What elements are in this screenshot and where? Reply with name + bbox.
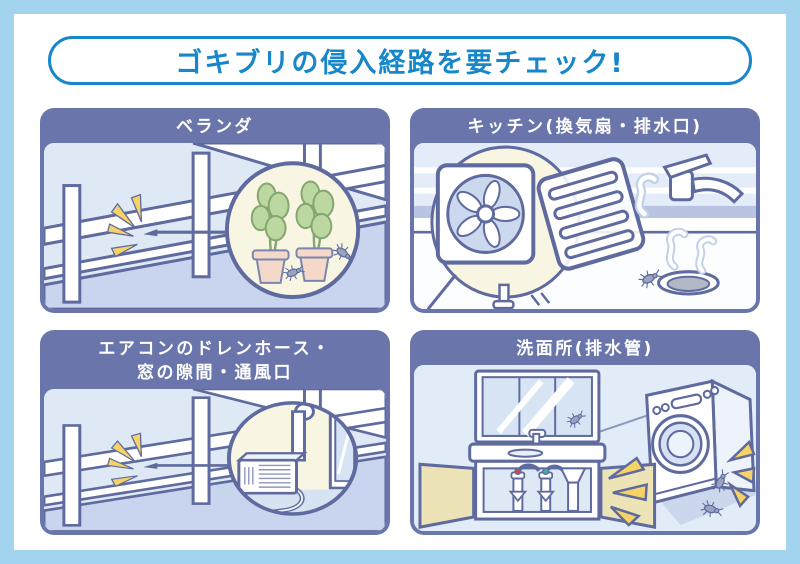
control-panel bbox=[652, 385, 720, 415]
panel-aircon-illustration bbox=[44, 388, 386, 531]
water-pipes-icon bbox=[508, 463, 587, 512]
fan-grill-cover-icon bbox=[536, 157, 646, 271]
steam-icon bbox=[634, 172, 660, 219]
potted-plants-icon bbox=[250, 180, 335, 284]
washroom-scene bbox=[414, 364, 756, 531]
veranda-scene bbox=[44, 142, 386, 309]
sink-drain-icon bbox=[657, 227, 720, 296]
kitchen-scene bbox=[414, 142, 756, 309]
panel-aircon-header: エアコンのドレンホース・ 窓の隙間・通風口 bbox=[44, 334, 386, 389]
panel-aircon-title-line2: 窓の隙間・通風口 bbox=[137, 362, 293, 383]
panel-kitchen-illustration bbox=[414, 142, 756, 309]
panel-veranda: ベランダ bbox=[40, 108, 390, 313]
page-title: ゴキブリの侵入経路を要チェック! bbox=[48, 36, 752, 85]
gap-flash-icon bbox=[106, 193, 239, 258]
machine-flash-icon bbox=[725, 439, 756, 508]
panel-washroom-illustration bbox=[414, 364, 756, 531]
panel-grid: ベランダ bbox=[40, 108, 760, 535]
poster-inner: ゴキブリの侵入経路を要チェック! ベランダ bbox=[14, 14, 786, 550]
panel-kitchen: キッチン(換気扇・排水口) bbox=[410, 108, 760, 313]
page-title-text: ゴキブリの侵入経路を要チェック! bbox=[175, 48, 625, 79]
ventilation-fan-icon bbox=[435, 163, 536, 309]
vanity-sink-icon bbox=[468, 428, 607, 521]
panel-washroom: 洗面所(排水管) bbox=[410, 330, 760, 535]
panel-veranda-illustration bbox=[44, 142, 386, 309]
panel-aircon: エアコンのドレンホース・ 窓の隙間・通風口 bbox=[40, 330, 390, 535]
panel-veranda-header: ベランダ bbox=[44, 112, 386, 143]
panel-washroom-header: 洗面所(排水管) bbox=[414, 334, 756, 365]
panel-aircon-title-line1: エアコンのドレンホース・ bbox=[98, 339, 332, 359]
panel-veranda-title: ベランダ bbox=[176, 117, 254, 137]
panel-washroom-title: 洗面所(排水管) bbox=[516, 339, 654, 359]
gap-flash-icon bbox=[106, 432, 239, 487]
panel-kitchen-header: キッチン(換気扇・排水口) bbox=[414, 112, 756, 143]
panel-kitchen-title: キッチン(換気扇・排水口) bbox=[467, 117, 703, 137]
air-conditioner-icon bbox=[235, 451, 308, 495]
faucet-icon bbox=[662, 153, 745, 204]
magnifier-circle bbox=[224, 161, 361, 299]
cabinet-flash-icon bbox=[608, 456, 648, 527]
vanity-mirror-icon bbox=[474, 369, 601, 444]
aircon-scene bbox=[44, 388, 386, 531]
